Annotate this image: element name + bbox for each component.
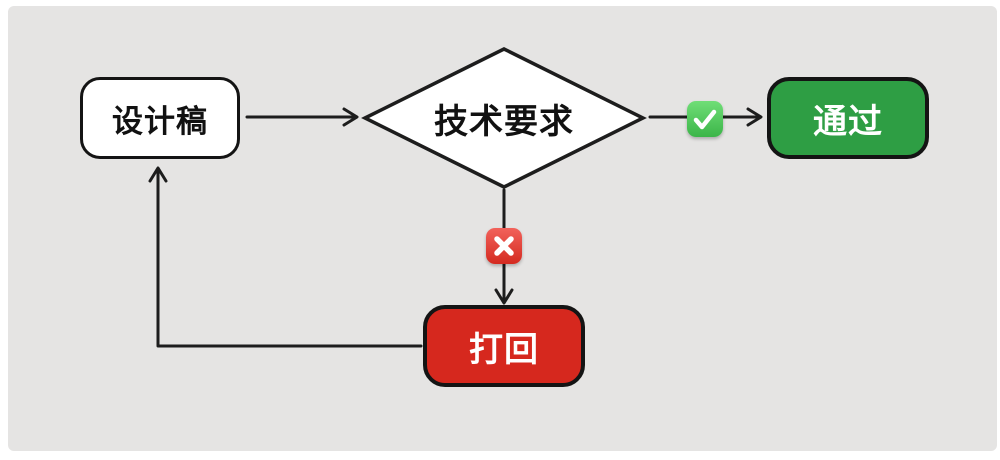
- node-reject: 打回: [423, 305, 585, 387]
- node-pass: 通过: [767, 77, 929, 159]
- node-pass-label: 通过: [813, 102, 883, 141]
- node-reject-label: 打回: [469, 330, 539, 369]
- node-decision: 技术要求: [365, 49, 643, 187]
- edge-design-to-decision: [245, 107, 359, 127]
- check-glyph: [693, 109, 717, 130]
- node-decision-shape: [361, 47, 647, 189]
- cross-glyph: [494, 236, 514, 256]
- node-decision-label: 技术要求: [434, 102, 574, 141]
- cross-mark-emoji: [486, 228, 522, 264]
- edge-reject-to-design: [148, 166, 423, 348]
- node-design: 设计稿: [80, 77, 240, 159]
- node-design-label: 设计稿: [112, 103, 208, 139]
- check-mark-emoji: [687, 101, 723, 137]
